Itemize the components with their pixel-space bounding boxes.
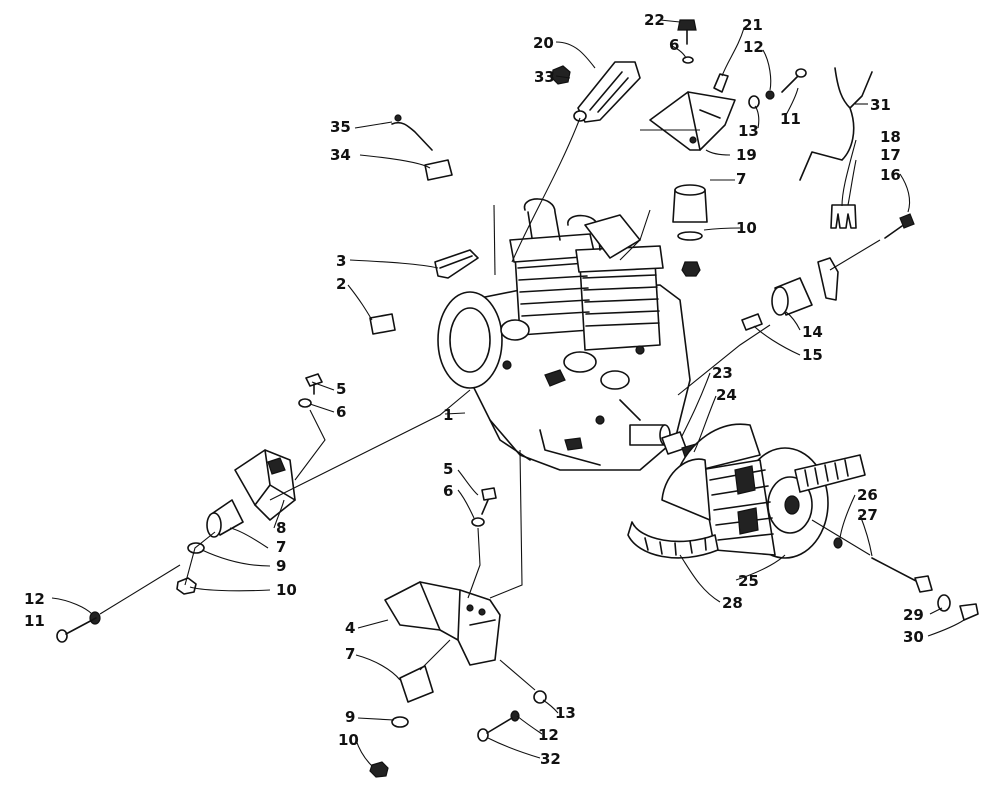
callout-20: 20 [533,34,554,52]
part-22-bolt [677,19,697,45]
callout-17: 17 [880,146,901,164]
part-10-nut-top [681,261,701,277]
callout-10-left: 10 [276,581,297,599]
callout-6-left: 6 [336,403,346,421]
callout-10-center: 10 [338,731,359,749]
leader-lines [51,19,965,767]
callout-19: 19 [736,146,757,164]
right-mount-plate [817,257,839,301]
part-6-washer-center [471,517,485,527]
part-9-washer-center [391,716,409,728]
part-5-bolt-center [481,487,497,515]
part-12-washer-bottom [510,710,520,722]
part-31-wire-harness [799,67,873,181]
part-9-washer-left [187,542,205,554]
callout-11-left: 11 [24,612,45,630]
callout-13-top: 13 [738,122,759,140]
callout-3: 3 [336,252,346,270]
part-20-cover-plate [573,61,641,123]
callout-22: 22 [644,11,665,29]
callout-2: 2 [336,275,346,293]
part-27-bolt-long [871,557,933,593]
part-33-nut [551,65,571,85]
part-35-cable [391,114,433,151]
callout-30: 30 [903,628,924,646]
engine-assembly [437,198,691,471]
callout-12-bottom: 12 [538,726,559,744]
callout-25: 25 [738,572,759,590]
callout-21: 21 [742,16,763,34]
callout-8: 8 [276,519,286,537]
callout-26: 26 [857,486,878,504]
callout-5-center: 5 [443,460,453,478]
callout-6-top: 6 [669,36,679,54]
callout-23: 23 [712,364,733,382]
part-3-heat-shield [434,249,479,279]
callout-34: 34 [330,146,351,164]
part-30-cap [959,603,979,621]
callout-29: 29 [903,606,924,624]
callout-14: 14 [802,323,823,341]
callout-33: 33 [534,68,555,86]
part-28-drive-belt [627,454,866,559]
part-7-mount-left [206,499,244,538]
part-10-nut-left [176,577,197,595]
callout-24: 24 [716,386,737,404]
part-5-bolt-left [305,373,323,395]
callout-9-left: 9 [276,557,286,575]
callout-15: 15 [802,346,823,364]
part-34-clip [424,159,453,181]
callout-32: 32 [540,750,561,768]
callout-6-center: 6 [443,482,453,500]
part-18-17-forks [830,204,857,229]
part-10-nut-center [369,761,389,778]
part-29-washer [937,594,951,612]
callout-1: 1 [443,406,453,424]
part-4-mount-bracket [384,581,501,666]
part-15-stud [741,313,763,331]
callout-18: 18 [880,128,901,146]
callout-35: 35 [330,118,351,136]
callout-12-top: 12 [743,38,764,56]
part-2-pad [369,313,396,335]
part-16-bolt [884,213,915,239]
callout-11-top: 11 [780,110,801,128]
part-8-mount-bracket-left [234,449,296,521]
callout-labels: 1 2 3 4 5 5 6 6 6 7 7 7 8 9 9 10 10 10 1… [24,11,924,768]
part-6-washer-left [298,398,312,408]
callout-12-left: 12 [24,590,45,608]
callout-28: 28 [722,594,743,612]
callout-16: 16 [880,166,901,184]
callout-10-top: 10 [736,219,757,237]
part-26-washer [833,537,843,549]
part-12-washer-top [765,90,775,100]
part-32-bolt-bottom [477,717,513,742]
part-7-mount-center [399,665,434,703]
part-13-washer-top [748,95,760,109]
callout-13-bottom: 13 [555,704,576,722]
part-7-mount-top [672,184,708,241]
callout-9-center: 9 [345,708,355,726]
callout-27: 27 [857,506,878,524]
callout-7-left: 7 [276,538,286,556]
part-21-clip [713,73,729,93]
callout-7-center: 7 [345,645,355,663]
callout-31: 31 [870,96,891,114]
part-11-bolt-top [781,68,807,93]
part-11-bolt-left [56,617,97,643]
part-19-mount-bracket [649,91,736,151]
callout-7-top: 7 [736,170,746,188]
part-6-washer-top [682,56,694,64]
part-14-mount-right [771,277,813,316]
callout-4: 4 [345,619,355,637]
callout-5-left: 5 [336,380,346,398]
